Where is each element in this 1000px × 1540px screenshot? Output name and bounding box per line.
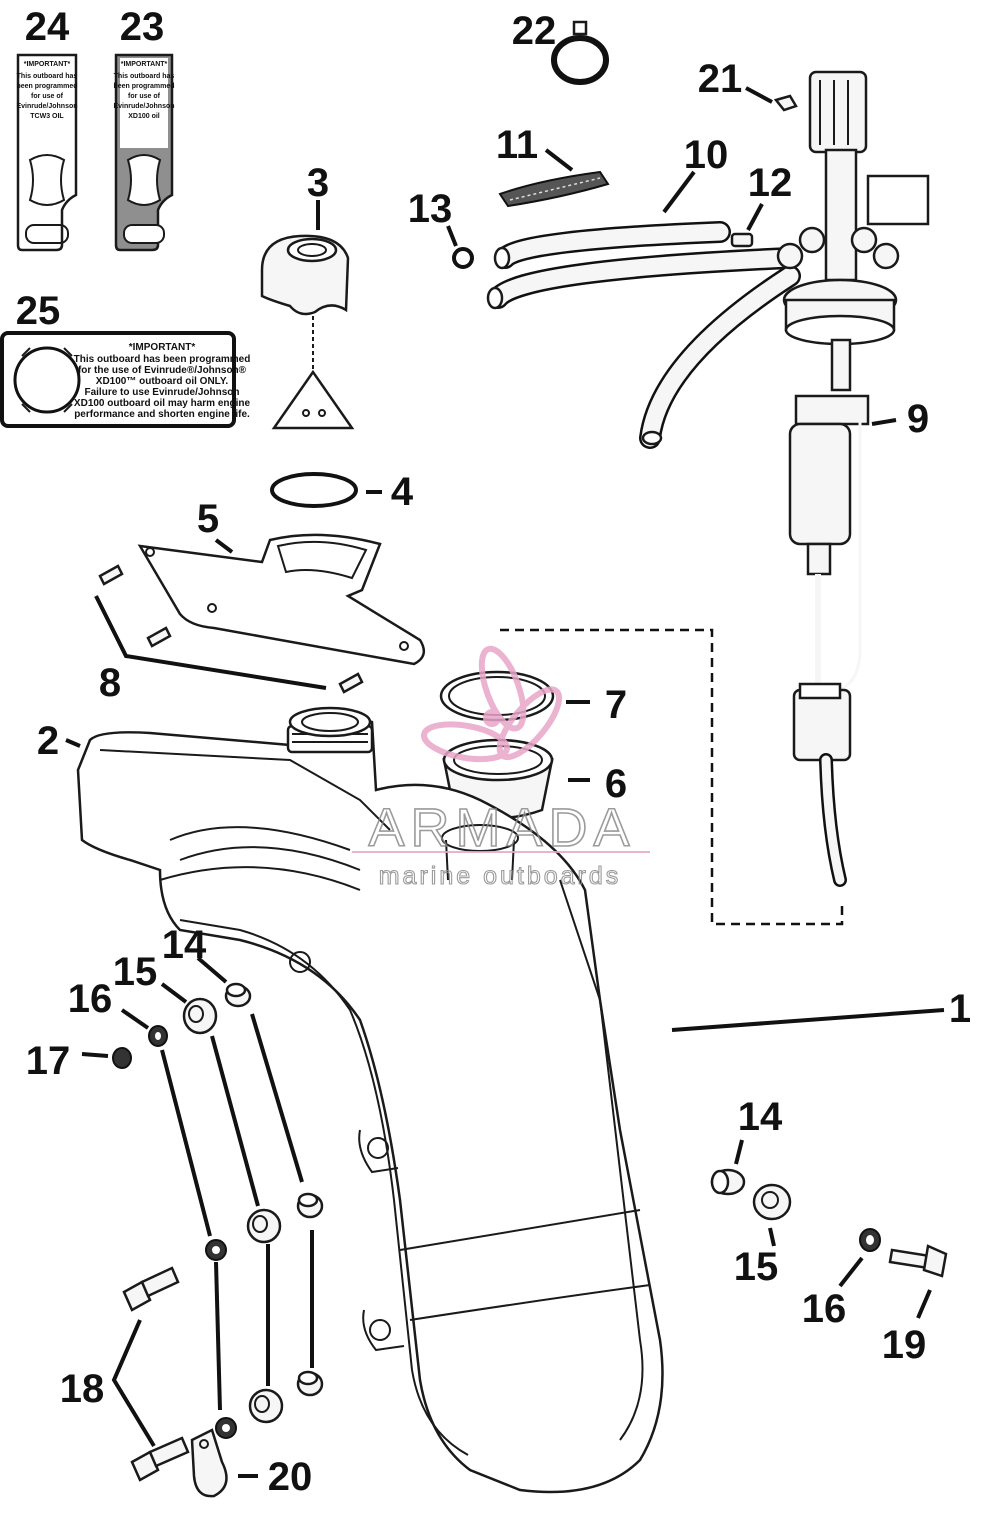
decal25-line4: XD100™ outboard oil ONLY.: [96, 376, 229, 387]
label24-line1: *IMPORTANT*: [24, 61, 71, 68]
part-8-screws: [98, 564, 364, 694]
label24-line4: for use of: [31, 93, 64, 100]
part-22-hose-clamp: [551, 20, 609, 85]
callout-20: 20: [268, 1455, 313, 1499]
leader-16-right: [838, 1256, 864, 1288]
leader-12: [746, 203, 764, 231]
part-17-nut: [112, 1047, 132, 1069]
label23-line3: been programmed: [113, 83, 174, 90]
callout-3: 3: [307, 161, 329, 205]
callout-1: 1: [949, 987, 971, 1031]
part-13-clamp: [452, 247, 474, 269]
watermark-subtitle: marine outboards: [379, 862, 622, 890]
leader-5: [214, 538, 234, 554]
assembly-lines-left: [160, 1013, 314, 1411]
callout-14-right: 14: [738, 1095, 783, 1139]
part-4-o-ring: [270, 472, 358, 508]
armada-watermark: ARMADA marine outboards: [352, 645, 650, 891]
leader-2: [65, 738, 81, 748]
leader-18: [111, 1319, 156, 1448]
callout-16-right: 16: [802, 1287, 847, 1331]
part-5-mounting-plate: [137, 533, 426, 666]
leader-15-left: [160, 982, 188, 1004]
leader-13: [446, 225, 458, 247]
part-19-bolt: [888, 1244, 948, 1278]
decal25-line3: for the use of Evinrude®/Johnson®: [78, 365, 247, 376]
part-11-mesh-sleeve: [498, 170, 610, 208]
decal25-line5: Failure to use Evinrude/Johnson: [84, 387, 239, 398]
label23-line6: XD100 oil: [128, 113, 160, 120]
decal25-line1: *IMPORTANT*: [129, 342, 196, 353]
label23-line5: Evinrude/Johnson: [113, 103, 174, 110]
leader-11: [544, 148, 574, 172]
part-15-bushing-right: [752, 1183, 792, 1221]
propeller-logo-icon: [421, 645, 563, 763]
leader-15-right: [768, 1227, 776, 1247]
callout-16-left: 16: [68, 977, 113, 1021]
callout-22: 22: [512, 9, 557, 53]
part-18-bolts: [122, 1266, 190, 1482]
part-23-warning-tag: *IMPORTANT* This outboard has been progr…: [113, 53, 175, 252]
leader-21: [745, 86, 773, 104]
callout-2: 2: [37, 719, 59, 763]
label23-line2: This outboard has: [114, 73, 175, 80]
label24-line6: TCW3 OIL: [30, 113, 64, 120]
label23-line1: *IMPORTANT*: [121, 61, 168, 68]
leader-14-left: [196, 956, 228, 984]
callout-6: 6: [605, 762, 627, 806]
part-14-grommet-left: [224, 982, 252, 1008]
callout-23: 23: [120, 5, 165, 49]
callout-4: 4: [391, 470, 414, 514]
part-16-washer-left: [148, 1025, 168, 1047]
part-9-fuel-pump-assembly: [776, 70, 930, 887]
callout-12: 12: [748, 161, 793, 205]
part-20-cable-clip: [190, 1428, 228, 1498]
assembly-group-bracket: [500, 628, 844, 926]
part-25-decal: *IMPORTANT* This outboard has been progr…: [0, 331, 251, 428]
callout-17: 17: [26, 1039, 71, 1083]
leader-10: [662, 170, 696, 214]
part-10-fuel-hoses: [486, 221, 801, 449]
part-1-fuel-tank: [76, 706, 664, 1494]
part-12-fitting: [730, 232, 754, 248]
callout-8: 8: [99, 661, 121, 705]
label24-line5: Evinrude/Johnson: [16, 103, 77, 110]
part-21-clip: [773, 94, 798, 112]
decal25-line7: performance and shorten engine life.: [74, 409, 250, 420]
callout-15-right: 15: [734, 1245, 779, 1289]
leader-14-right: [734, 1139, 744, 1165]
part-15-bushing-left: [182, 997, 218, 1035]
callout-14-left: 14: [162, 923, 207, 967]
decal25-line6: XD100 outboard oil may harm engine: [74, 398, 251, 409]
part-24-warning-tag: *IMPORTANT* This outboard has been progr…: [16, 53, 78, 252]
part-3-filler-cap: [260, 234, 355, 430]
part-16-washer-right: [859, 1228, 881, 1252]
label24-line2: This outboard has: [17, 73, 78, 80]
leader-17: [81, 1052, 109, 1058]
leader-9: [871, 418, 897, 426]
callout-13: 13: [408, 187, 453, 231]
callout-19: 19: [882, 1323, 927, 1367]
hardware-lower-left: [205, 1192, 324, 1439]
part-14-grommet-right: [710, 1168, 746, 1196]
watermark-title: ARMADA: [368, 798, 635, 858]
label23-line4: for use of: [128, 93, 161, 100]
callout-10: 10: [684, 133, 729, 177]
callout-11: 11: [496, 123, 538, 167]
callout-15-left: 15: [113, 950, 158, 994]
decal25-line2: This outboard has been programmed: [74, 354, 251, 365]
leader-1: [671, 1008, 945, 1032]
leader-16-left: [120, 1008, 150, 1030]
leader-8: [94, 595, 327, 690]
callout-18: 18: [60, 1367, 105, 1411]
callout-24: 24: [25, 5, 70, 49]
callout-25: 25: [16, 289, 61, 333]
callout-7: 7: [605, 683, 627, 727]
callout-21: 21: [698, 57, 743, 101]
leader-19: [916, 1289, 932, 1319]
callout-9: 9: [907, 397, 929, 441]
label24-line3: been programmed: [16, 83, 77, 90]
callout-5: 5: [197, 497, 219, 541]
